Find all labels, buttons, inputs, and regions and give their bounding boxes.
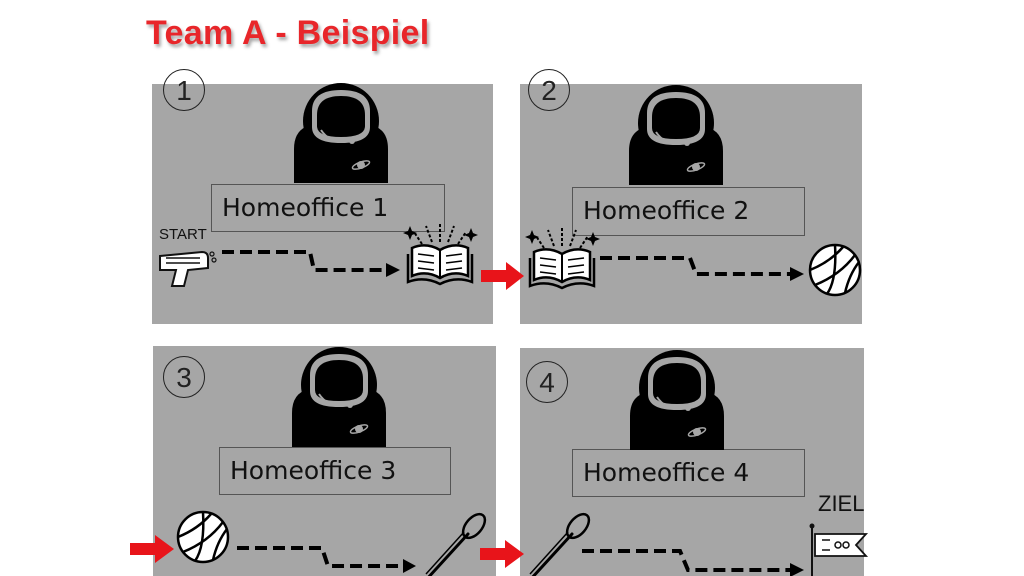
step-number-2: 2 [528, 69, 570, 111]
book-icon [401, 222, 480, 286]
toy-gun-icon [159, 250, 217, 287]
start-label: START [159, 226, 207, 243]
step-number-1: 1 [163, 69, 205, 111]
panel-label-1: Homeoffice 1 [211, 184, 445, 232]
panel-label-2: Homeoffice 2 [572, 187, 805, 236]
astronaut-icon [629, 349, 725, 451]
flag-icon [809, 523, 869, 576]
ball-icon [176, 510, 230, 564]
panel-label-4: Homeoffice 4 [572, 449, 805, 497]
ball-icon [808, 243, 862, 297]
spoon-icon [528, 508, 595, 576]
goal-label: ZIEL [818, 491, 865, 516]
book-icon [523, 226, 602, 290]
spoon-icon [424, 508, 491, 576]
astronaut-icon [628, 84, 724, 186]
astronaut-icon [291, 346, 387, 448]
step-number-3: 3 [163, 356, 205, 398]
step-number-4: 4 [526, 361, 568, 403]
page-title: Team A - Beispiel [146, 14, 430, 52]
panel-label-3: Homeoffice 3 [219, 447, 451, 495]
astronaut-icon [293, 82, 389, 184]
